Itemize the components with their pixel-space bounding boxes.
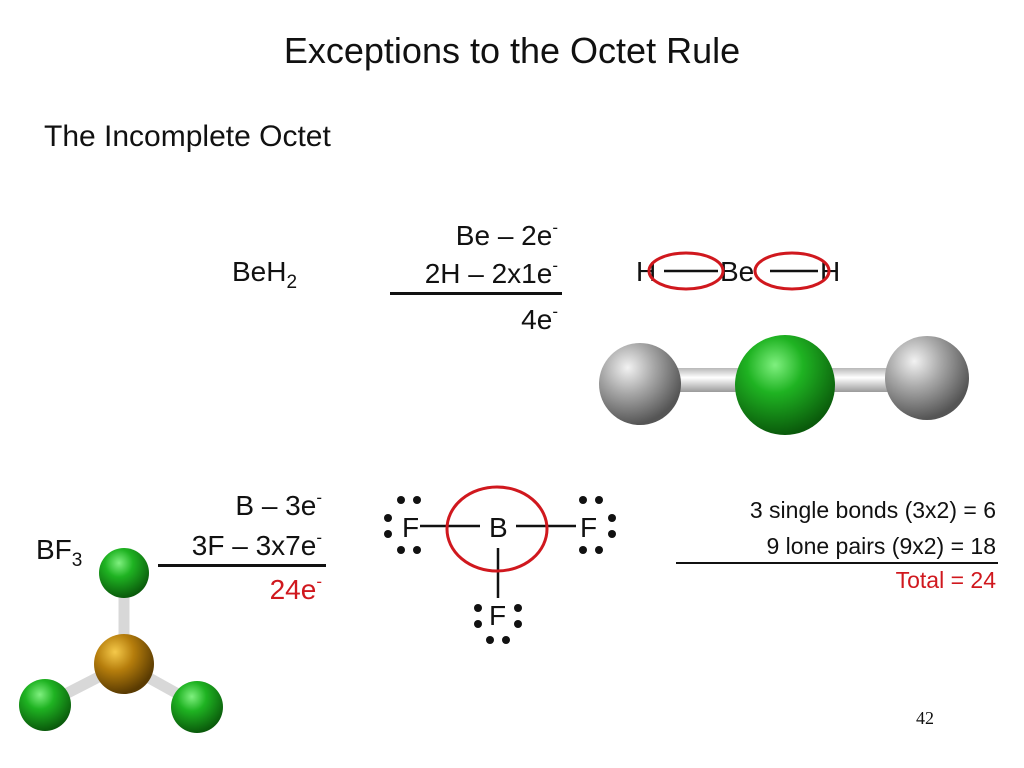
bf3-count-line1: B – 3e-: [235, 488, 322, 522]
electron-table-total: Total = 24: [895, 567, 996, 593]
beh2-bond-right-highlight: [753, 251, 831, 291]
bf3-right-f-lone-pairs: [579, 496, 616, 554]
beh2-count-line2-text: 2H – 2x1e: [424, 258, 553, 289]
beh2-count-line1-text: Be – 2e: [455, 220, 553, 251]
bf3-formula-main: BF: [36, 534, 72, 565]
beh2-count-line1-sup: -: [552, 218, 558, 237]
beh2-sum-rule: [390, 292, 562, 295]
beh2-count-total: 4e-: [521, 302, 558, 336]
slide-title: Exceptions to the Octet Rule: [283, 30, 741, 71]
electron-table-rule: [676, 562, 998, 564]
bf3-count-total: 24e-: [270, 572, 322, 606]
beh2-lewis-center-be: Be: [720, 256, 755, 287]
bf3-model-fluorine-top: [99, 548, 149, 598]
bf3-count-line1-text: B – 3e: [235, 490, 317, 521]
beh2-formula: BeH2: [232, 256, 297, 294]
bf3-count-line1-sup: -: [316, 488, 322, 507]
bf3-left-f-lone-pairs: [384, 496, 421, 554]
beh2-count-total-sup: -: [552, 302, 558, 321]
beh2-formula-subscript: 2: [286, 272, 298, 293]
beh2-formula-main: BeH: [232, 256, 287, 287]
bf3-count-total-text: 24e: [269, 574, 317, 605]
bf3-sum-rule: [158, 564, 326, 567]
bf3-lewis-bottom-f: F: [489, 600, 507, 631]
beh2-model-beryllium: [735, 335, 835, 435]
beh2-3d-model: [599, 335, 969, 435]
bf3-count-total-sup: -: [316, 572, 322, 591]
beh2-model-hydrogen-right: [885, 336, 969, 420]
page-number: 42: [916, 708, 934, 728]
beh2-bond-left-highlight: [647, 251, 725, 291]
beh2-count-line1: Be – 2e-: [456, 218, 558, 252]
bf3-count-line2-text: 3F – 3x7e: [191, 530, 317, 561]
bf3-boron-highlight: [445, 485, 549, 573]
slide-subtitle: The Incomplete Octet: [44, 120, 331, 153]
beh2-count-line2-sup: -: [552, 256, 558, 275]
electron-table-row1: 3 single bonds (3x2) = 6: [749, 497, 996, 523]
bf3-3d-model: [19, 548, 223, 733]
beh2-model-hydrogen-left: [599, 343, 681, 425]
beh2-count-line2: 2H – 2x1e-: [425, 256, 558, 290]
bf3-lewis-left-f: F: [402, 512, 420, 543]
bf3-model-fluorine-left: [19, 679, 71, 731]
bf3-lewis-right-f: F: [580, 512, 598, 543]
electron-table-row2: 9 lone pairs (9x2) = 18: [766, 533, 997, 559]
bf3-count-line2: 3F – 3x7e-: [192, 528, 322, 562]
bf3-model-fluorine-right: [171, 681, 223, 733]
bf3-count-line2-sup: -: [316, 528, 322, 547]
bf3-model-boron: [94, 634, 154, 694]
bf3-bottom-f-lone-pairs: [474, 604, 522, 644]
bf3-formula-subscript: 3: [71, 550, 83, 571]
beh2-count-total-text: 4e: [521, 304, 553, 335]
bf3-lewis-center-b: B: [489, 512, 508, 543]
bf3-formula: BF3: [36, 534, 82, 572]
